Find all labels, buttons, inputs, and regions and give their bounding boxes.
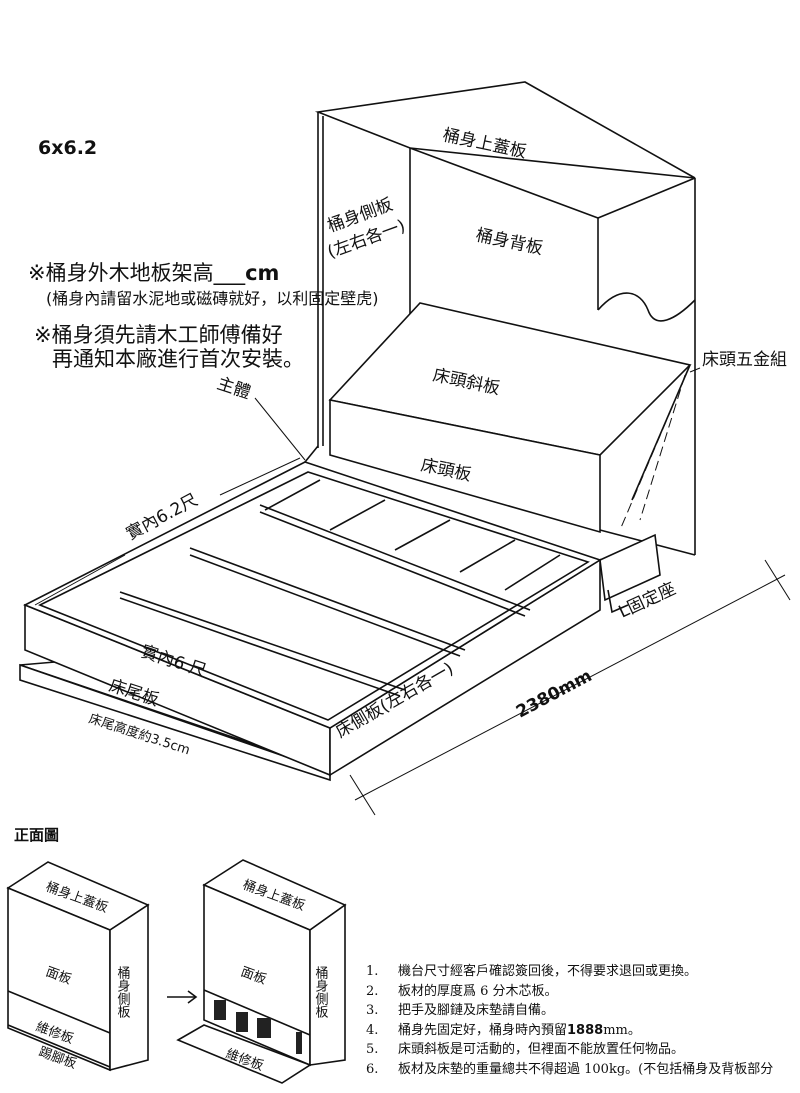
item-text: 板材及床墊的重量總共不得超過 100kg。(不包括桶身及背板部分 <box>398 1061 774 1077</box>
hardware-icon <box>257 1018 271 1038</box>
cabinet: 桶身上蓋板 桶身側板 (左右各一) 桶身背板 <box>314 81 696 556</box>
depth-label: 2380mm <box>513 666 595 723</box>
item-number: 4. <box>366 1022 379 1038</box>
floor-height-blank: ___ <box>213 261 246 285</box>
conditions-list: 1. 機台尺寸經客戶確認簽回後，不得要求退回或更換。 2. 板材的厚度爲 6 分木芯… <box>366 962 773 1079</box>
front-view-closed: 桶身上蓋板 面板 維修板 踢腳板 桶身側板 <box>6 861 150 1072</box>
list-item: 3. 把手及腳鏈及床墊請自備。 <box>366 1001 773 1021</box>
item-number: 2. <box>366 983 379 999</box>
item-text: 把手及腳鏈及床墊請自備。 <box>398 1003 555 1018</box>
floor-height-subnote: (桶身內請留水泥地或磁磚就好，以利固定壁虎) <box>46 289 379 308</box>
item-text: 桶身先固定好，桶身時內預留 <box>398 1022 568 1038</box>
size-label: 6x6.2 <box>38 137 98 159</box>
list-item: 5. 床頭斜板是可活動的，但裡面不能放置任何物品。 <box>366 1040 773 1060</box>
item-text: mm。 <box>603 1022 641 1038</box>
cabinet-top-cover <box>314 81 696 179</box>
list-item: 1. 機台尺寸經客戶確認簽回後，不得要求退回或更換。 <box>366 962 773 982</box>
floor-height-prefix: ※桶身外木地板架高 <box>28 261 214 285</box>
floor-height-note: ※桶身外木地板架高___cm <box>28 260 279 286</box>
arrow-icon <box>167 990 198 1004</box>
closed-side-label: 桶身側板 <box>115 966 131 1019</box>
floor-height-unit: cm <box>245 261 280 285</box>
front-view-title: 正面圖 <box>14 826 60 844</box>
item-number: 1. <box>366 964 379 979</box>
head-hardware-label: 床頭五金組 <box>702 350 787 370</box>
hardware-icon <box>214 1000 226 1020</box>
item-text: 板材的厚度爲 6 分木芯板。 <box>398 983 558 999</box>
list-item: 6. 板材及床墊的重量總共不得超過 100kg。(不包括桶身及背板部分 <box>366 1060 773 1080</box>
item-number: 3. <box>366 1003 379 1018</box>
front-view-open: 桶身上蓋板 面板 維修板 桶身側板 <box>176 859 347 1084</box>
main-body-label: 主體 <box>214 374 253 404</box>
item-text: 機台尺寸經客戶確認簽回後，不得要求退回或更換。 <box>398 964 698 979</box>
carpenter-note-1: ※桶身須先請木工師傅備好 <box>34 323 283 347</box>
bed-frame: 實內6.2尺 實內6 尺 床尾板 床側板(左右各一) 床尾高度約3.5cm <box>19 445 602 782</box>
item-bold-value: 1888 <box>567 1022 604 1038</box>
open-side-label: 桶身側板 <box>313 966 329 1019</box>
back-panel-label: 桶身背板 <box>474 225 545 259</box>
item-number: 6. <box>366 1061 379 1077</box>
item-text: 床頭斜板是可活動的，但裡面不能放置任何物品。 <box>398 1042 685 1057</box>
hardware-icon <box>296 1032 302 1054</box>
l-fixed-base <box>599 533 661 602</box>
list-item: 2. 板材的厚度爲 6 分木芯板。 <box>366 982 773 1002</box>
hardware-icon <box>236 1012 248 1032</box>
head-slant-board: 床頭斜板 床頭板 床頭五金組 L固定座 <box>328 302 787 623</box>
carpenter-note-2: 再通知本廠進行首次安裝。 <box>52 347 304 371</box>
item-number: 5. <box>366 1042 379 1057</box>
